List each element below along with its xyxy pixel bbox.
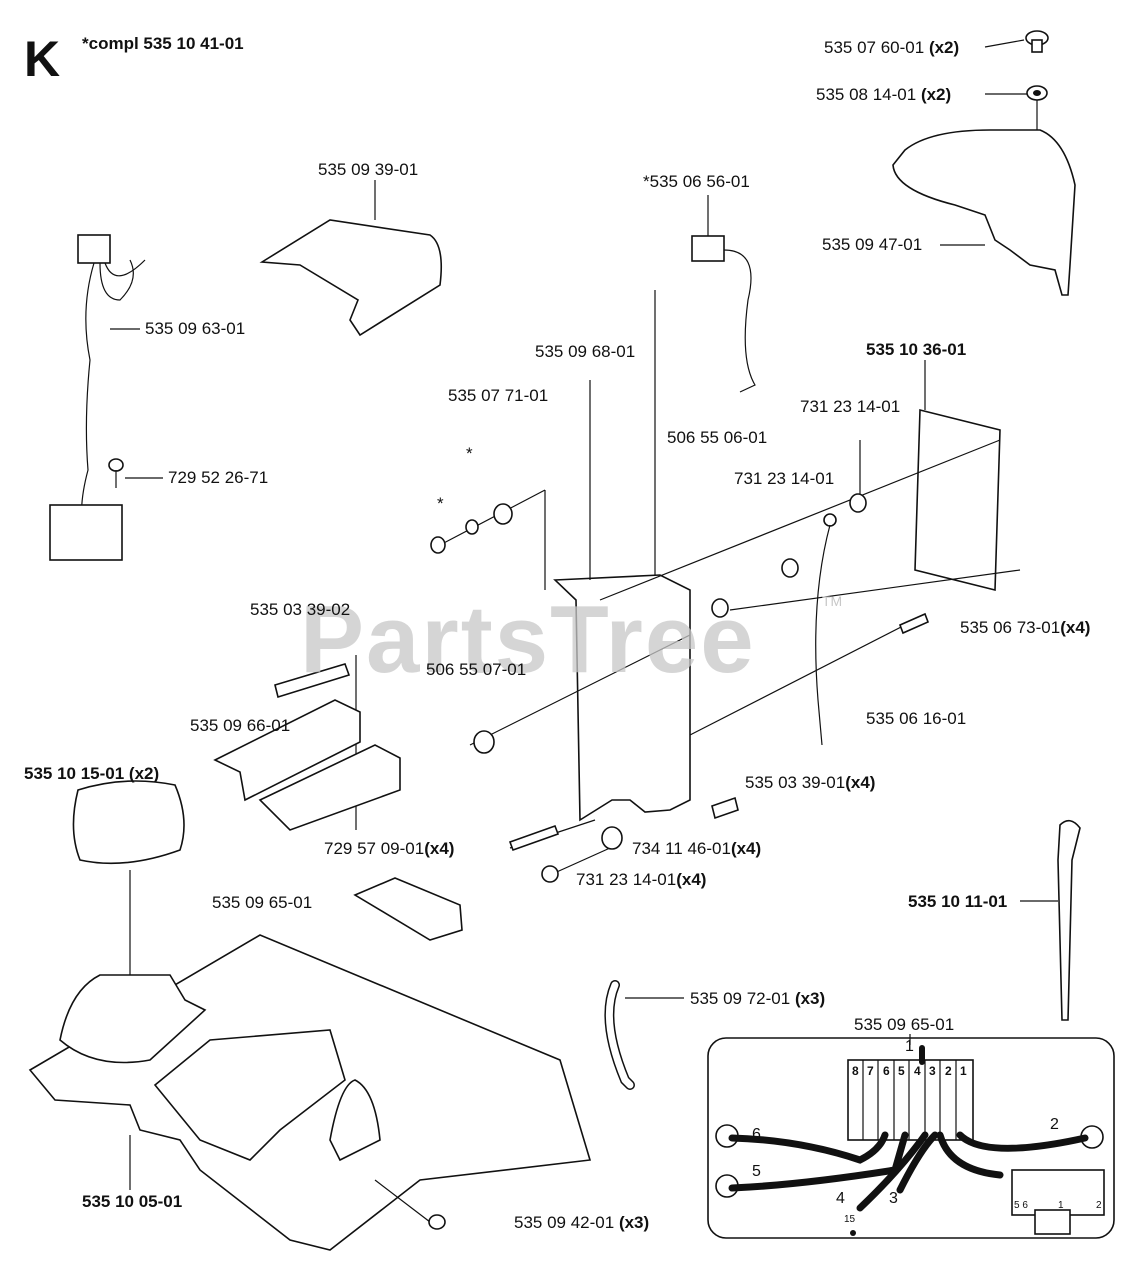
terminal-pin: 4: [914, 1064, 921, 1078]
part-label[interactable]: 535 09 68-01: [535, 342, 636, 361]
ground-number: 15: [844, 1214, 856, 1225]
part-label[interactable]: 535 10 11-01: [908, 892, 1008, 911]
terminal-pin: 1: [960, 1064, 967, 1078]
part-label[interactable]: 731 23 14-01: [734, 469, 835, 488]
main-bracket-shape: [553, 574, 691, 822]
top-cover-shape: [892, 129, 1076, 296]
wire-number: 1: [905, 1038, 914, 1055]
asterisk-mark: *: [437, 494, 444, 513]
part-label[interactable]: 535 07 71-01: [448, 386, 549, 405]
cover-icon: [259, 219, 443, 337]
part-label[interactable]: 731 23 14-01: [800, 397, 901, 416]
terminal-pin: 6: [883, 1064, 890, 1078]
wire-number: 2: [1050, 1116, 1059, 1133]
probe-icon: [1057, 819, 1081, 1021]
part-label[interactable]: 535 06 16-01: [866, 709, 967, 728]
part-label[interactable]: 535 09 47-01: [822, 235, 923, 254]
wire-number: 3: [889, 1190, 898, 1207]
bolt-icon: [1025, 30, 1049, 53]
part-label[interactable]: 535 09 63-01: [145, 319, 246, 338]
part-label[interactable]: 535 09 65-01: [212, 893, 313, 912]
wire-harness-icon: [49, 234, 146, 561]
section-letter: K: [24, 31, 61, 87]
part-label[interactable]: 535 07 60-01 (x2): [824, 38, 960, 57]
part-label[interactable]: 506 55 06-01: [667, 428, 768, 447]
part-label[interactable]: 535 03 39-02: [250, 600, 351, 619]
part-label[interactable]: 535 10 15-01 (x2): [24, 764, 160, 783]
part-label[interactable]: 506 55 07-01: [426, 660, 527, 679]
part-label[interactable]: 535 09 42-01 (x3): [514, 1213, 650, 1232]
watermark-trademark: TM: [822, 593, 843, 609]
part-label[interactable]: 535 09 66-01: [190, 716, 291, 735]
part-label[interactable]: 535 09 65-01: [854, 1015, 955, 1034]
watermark: PartsTree: [300, 586, 756, 693]
part-label[interactable]: 535 08 14-01 (x2): [816, 85, 952, 104]
part-label[interactable]: 535 10 05-01: [82, 1192, 183, 1211]
circuit-board-icon: [914, 408, 1001, 592]
part-label[interactable]: *535 06 56-01: [643, 172, 750, 191]
part-label[interactable]: 535 09 39-01: [318, 160, 419, 179]
part-label[interactable]: 729 52 26-71: [168, 468, 269, 487]
washer-icon: [1026, 85, 1048, 101]
switch-label: 1: [1058, 1200, 1064, 1211]
terminal-pin: 3: [929, 1064, 936, 1078]
wire-number: 4: [836, 1190, 845, 1207]
part-label[interactable]: 734 11 46-01(x4): [632, 839, 762, 858]
switch-label: 5 6: [1014, 1200, 1028, 1211]
switch-label: 2: [1096, 1200, 1102, 1211]
asterisk-mark: *: [466, 444, 473, 463]
part-label[interactable]: 729 57 09-01(x4): [324, 839, 455, 858]
complete-assembly-label: *compl 535 10 41-01: [82, 34, 244, 53]
terminal-pin: 8: [852, 1064, 859, 1078]
terminal-pin: 5: [898, 1064, 905, 1078]
screw-icon: [108, 458, 124, 488]
part-label[interactable]: 535 03 39-01(x4): [745, 773, 876, 792]
part-label[interactable]: 535 10 36-01: [866, 340, 967, 359]
part-label[interactable]: 731 23 14-01(x4): [576, 870, 707, 889]
part-label[interactable]: 535 06 73-01(x4): [960, 618, 1091, 637]
part-label[interactable]: 535 09 72-01 (x3): [690, 989, 826, 1008]
wire-number: 5: [752, 1163, 761, 1180]
terminal-pin: 7: [867, 1064, 874, 1078]
terminal-pin: 2: [945, 1064, 952, 1078]
wire-number: 6: [752, 1126, 761, 1143]
